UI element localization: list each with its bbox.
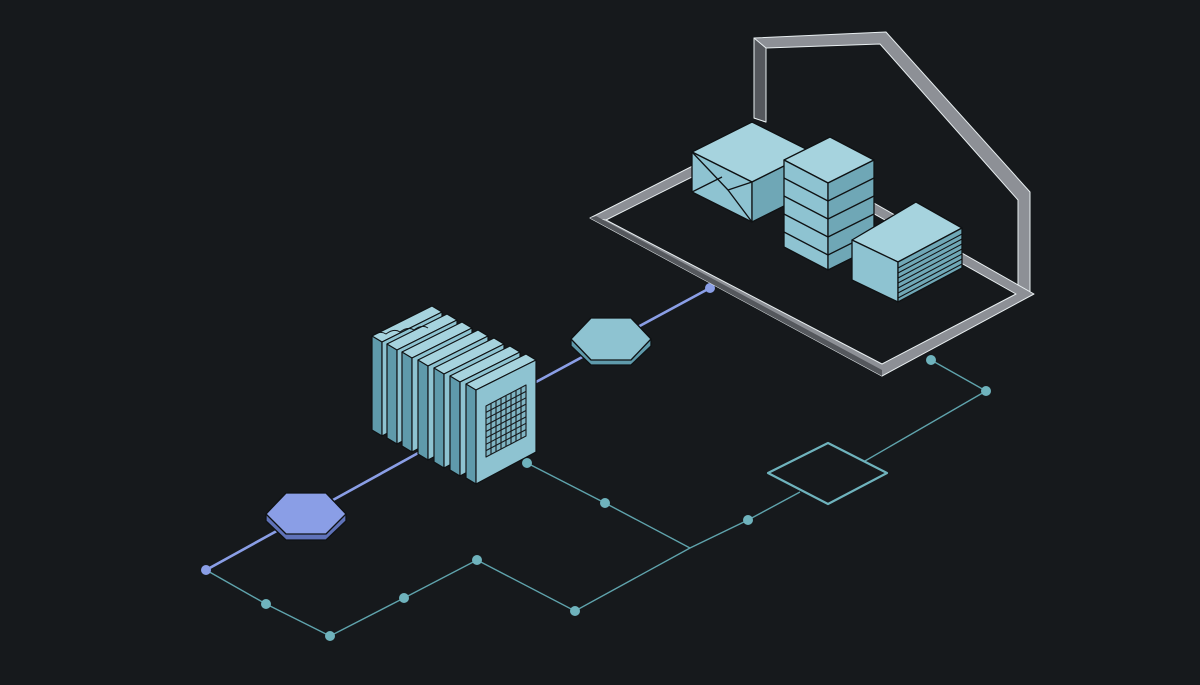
filter-grid: [485, 384, 527, 458]
dot: [981, 386, 991, 396]
dot: [472, 555, 482, 565]
connector-dots: [261, 355, 991, 641]
connector-right: [857, 359, 988, 466]
dot: [325, 631, 335, 641]
filter-stack-icon: [371, 305, 537, 485]
flow-start-dot: [201, 565, 211, 575]
hexagon-node-icon: [570, 317, 652, 366]
dot: [570, 606, 580, 616]
document-stack-icon: [851, 201, 963, 303]
dot: [399, 593, 409, 603]
dot: [600, 498, 610, 508]
rounded-square-node-icon: [766, 441, 889, 506]
dot: [743, 515, 753, 525]
hexagon-node-icon: [265, 492, 347, 541]
flow-end-dot: [705, 283, 715, 293]
dot: [261, 599, 271, 609]
dot: [926, 355, 936, 365]
dot: [522, 458, 532, 468]
